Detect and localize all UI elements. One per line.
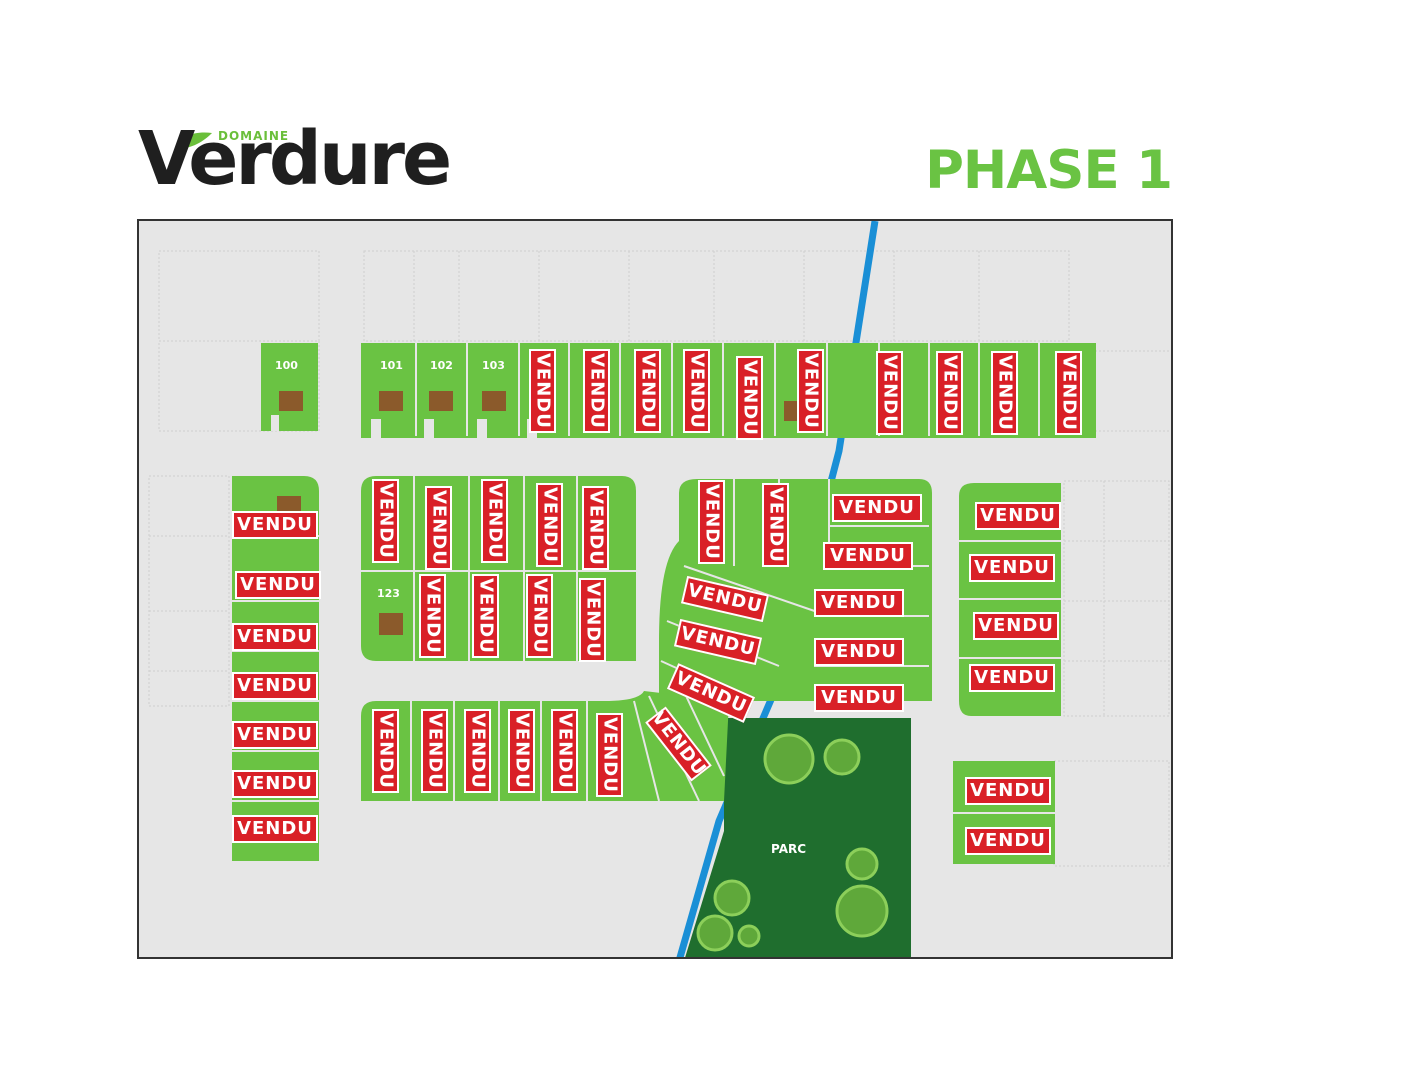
sold-label: VENDU [936,351,963,435]
sold-label: VENDU [814,638,904,666]
sold-label: VENDU [421,709,448,793]
sold-label: VENDU [579,578,606,662]
lot-number-102: 102 [430,359,453,372]
top-row-lots [361,343,1096,438]
sold-label: VENDU [372,709,399,793]
site-plan-map: 100 101 102 103 123 PARC VENDU VENDU VEN… [137,219,1173,959]
sold-label: VENDU [472,574,499,658]
tree-icons [696,733,889,952]
sold-label: VENDU [736,356,763,440]
lot-100 [261,343,318,431]
sold-label: VENDU [232,672,318,700]
sold-label: VENDU [596,713,623,797]
sold-label: VENDU [582,486,609,570]
sold-label: VENDU [814,684,904,712]
sold-label: VENDU [814,589,904,617]
sold-label: VENDU [232,511,318,539]
sold-label: VENDU [419,574,446,658]
sold-label: VENDU [508,709,535,793]
sold-label: VENDU [876,351,903,435]
sold-label: VENDU [832,494,922,522]
sold-label: VENDU [536,483,563,567]
leaf-icon [176,132,212,149]
surrounding-lots [148,250,1171,867]
sold-label: VENDU [425,486,452,570]
lot-number-101: 101 [380,359,403,372]
sold-label: VENDU [529,349,556,433]
lot-number-123: 123 [377,587,400,600]
sold-label: VENDU [372,479,399,563]
sold-label: VENDU [235,571,321,599]
sold-label: VENDU [762,483,789,567]
sold-label: VENDU [464,709,491,793]
sold-label: VENDU [797,349,824,433]
sold-label: VENDU [1055,351,1082,435]
sold-label: VENDU [232,721,318,749]
park-label: PARC [771,842,806,856]
sold-label: VENDU [526,574,553,658]
sold-label: VENDU [583,349,610,433]
sold-label: VENDU [991,351,1018,435]
sold-label: VENDU [698,480,725,564]
lot-number-100: 100 [275,359,298,372]
sold-label: VENDU [232,770,318,798]
sold-label: VENDU [481,479,508,563]
sold-label: VENDU [969,554,1055,582]
sold-label: VENDU [232,815,318,843]
sold-label: VENDU [823,542,913,570]
sold-label: VENDU [551,709,578,793]
domaine-verdure-logo: DOMAINE Verdure [138,116,458,202]
sold-label: VENDU [683,349,710,433]
sold-label: VENDU [634,349,661,433]
sold-label: VENDU [965,777,1051,805]
sold-label: VENDU [965,827,1051,855]
lot-number-103: 103 [482,359,505,372]
logo-domaine-text: DOMAINE [218,129,290,143]
sold-label: VENDU [969,664,1055,692]
sold-label: VENDU [975,502,1061,530]
logo-verdure-text: Verdure [138,116,452,202]
sold-label: VENDU [232,623,318,651]
phase-title: PHASE 1 [925,140,1173,201]
sold-label: VENDU [973,612,1059,640]
